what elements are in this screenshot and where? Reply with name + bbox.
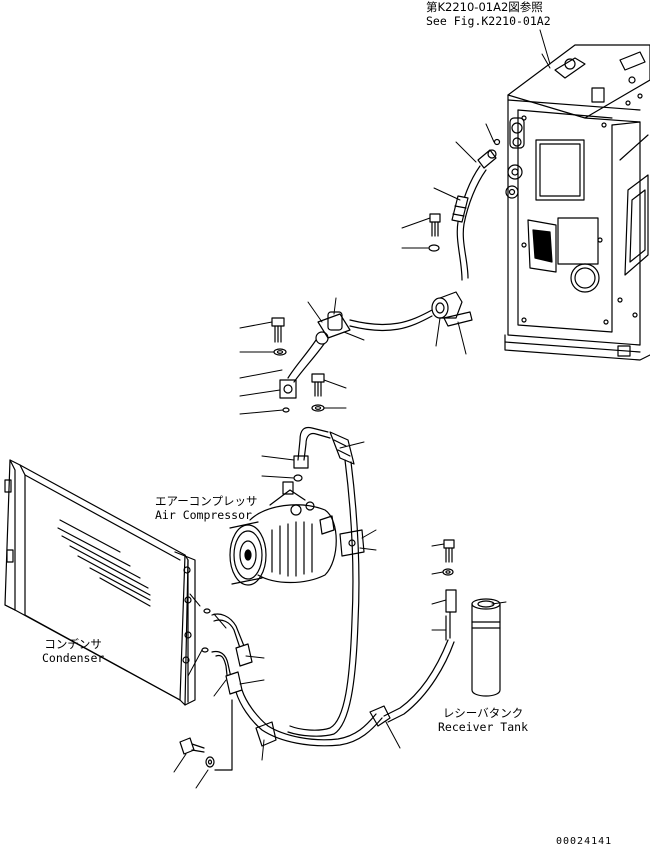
air-compressor-label: エアーコンプレッサ Air Compressor: [155, 494, 257, 522]
hose-clamp-right: [432, 292, 472, 326]
reference-note-en: See Fig.K2210-01A2: [426, 14, 551, 28]
condenser-pipes: [202, 609, 252, 694]
bolts-right: [429, 214, 440, 251]
reference-note: 第K2210-01A2図参照 See Fig.K2210-01A2: [426, 0, 551, 28]
condenser-label: コンデンサ Condenser: [42, 637, 104, 665]
condenser-label-jp: コンデンサ: [44, 637, 102, 651]
document-number: 00024141: [556, 836, 613, 847]
hose-middle: [350, 310, 432, 325]
compressor-hose-assembly: [280, 312, 350, 398]
air-conditioner-unit: [505, 45, 650, 360]
condenser-label-en: Condenser: [42, 651, 105, 665]
receiver-tank-label-en: Receiver Tank: [438, 720, 529, 734]
air-compressor-label-en: Air Compressor: [155, 508, 252, 522]
bolts-lower-left: [180, 738, 214, 767]
upper-hose: [452, 140, 500, 281]
receiver-tank: [384, 540, 500, 722]
air-compressor: [230, 482, 336, 585]
receiver-tank-label: レシーバタンク Receiver Tank: [438, 706, 528, 734]
lower-hose: [215, 690, 390, 770]
leader-lines: [174, 30, 550, 788]
condenser: [5, 460, 195, 705]
bolts-upper-left: [272, 318, 324, 412]
air-compressor-label-jp: エアーコンプレッサ: [155, 494, 258, 508]
reference-note-jp: 第K2210-01A2図参照: [426, 0, 543, 14]
receiver-tank-label-jp: レシーバタンク: [442, 706, 524, 720]
